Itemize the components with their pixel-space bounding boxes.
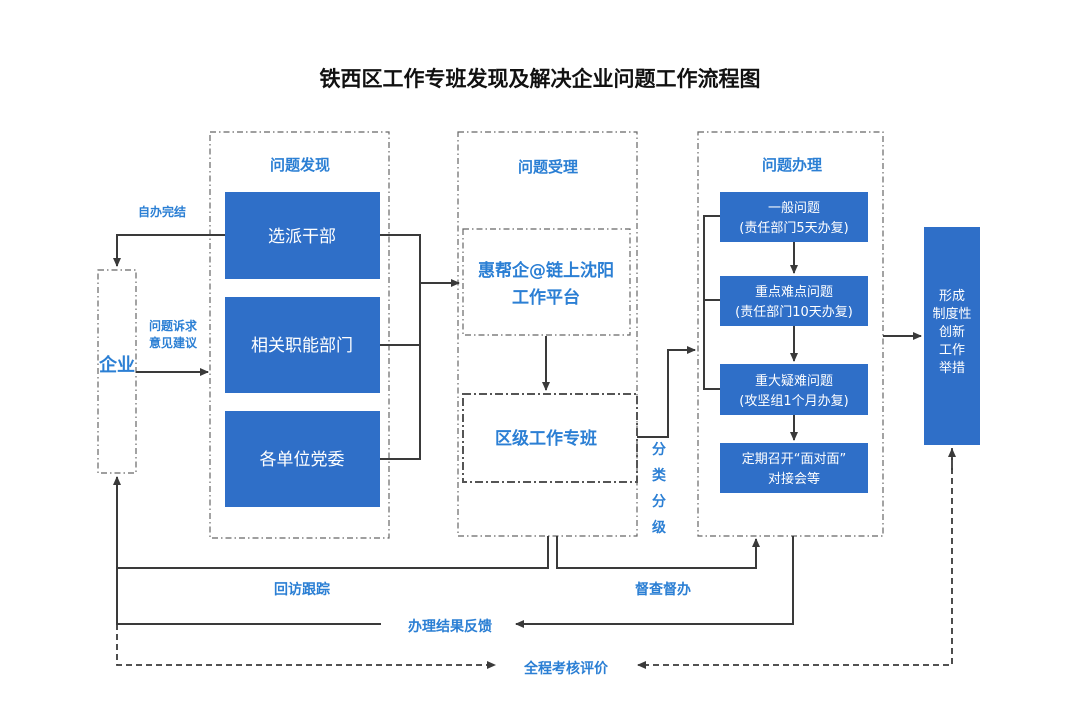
label-classify-1: 分 [652,442,666,458]
label-self-complete: 自办完结 [138,204,186,219]
edge-feedback-left [116,568,381,625]
discovery-box-party-label: 各单位党委 [260,450,345,470]
diagram-title: 铁西区工作专班发现及解决企业问题工作流程图 [320,67,761,91]
discovery-box-cadres [225,192,380,279]
handling-box-meeting [720,443,868,493]
edge-evaluation-right [637,448,953,669]
outcome-line-1: 形成 [939,289,965,304]
edge-evaluation-left [116,624,496,669]
edge-self-complete [113,234,225,267]
handling-box-key-line1: 重点难点问题 [755,284,833,300]
discovery-section [209,131,390,539]
handling-section [697,131,884,537]
enterprise-label: 企业 [98,354,135,376]
edge-revisit [113,476,549,569]
discovery-title: 问题发现 [270,156,330,174]
outcome-line-2: 制度性 [932,306,971,322]
edge-discovery-bus [380,234,421,460]
discovery-box-departments [225,297,380,393]
handling-box-major-line1: 重大疑难问题 [755,373,833,389]
handling-box-general-line1: 一般问题 [768,200,820,216]
handling-box-major [720,364,868,415]
label-revisit: 回访跟踪 [274,581,330,598]
label-evaluation: 全程考核评价 [523,660,609,677]
task-force-box [462,393,638,483]
handling-box-meeting-line2: 对接会等 [768,471,820,487]
handling-box-meeting-line1: 定期召开“面对面” [742,452,846,467]
outcome-line-3: 创新 [939,324,965,340]
discovery-box-cadres-label: 选派干部 [268,227,336,247]
handling-box-key-line2: (责任部门10天办复) [735,305,853,320]
outcome-line-4: 工作 [939,343,965,358]
handling-box-major-line2: (攻坚组1个月办复) [739,394,848,409]
label-supervise: 督查督办 [635,581,691,598]
platform-label-line1: 惠帮企@链上沈阳 [478,260,614,281]
acceptance-section [457,131,638,537]
outcome-box [924,227,980,445]
edge-supervise [556,536,760,569]
outcome-line-5: 举措 [939,361,965,376]
edge-feedback-right [515,536,794,628]
handling-box-general-line2: (责任部门5天办复) [739,221,848,236]
label-classify-2: 类 [652,467,667,484]
edge-handling-bus [703,215,720,390]
edge-classify [637,346,696,438]
platform-label-line2: 工作平台 [512,287,580,308]
task-force-label: 区级工作专班 [495,428,597,449]
discovery-box-party [225,411,380,507]
label-classify-3: 分 [652,494,666,510]
platform-box [462,228,631,336]
handling-box-general [720,192,868,242]
handling-box-key [720,276,868,326]
label-demands-line2: 意见建议 [149,335,198,350]
acceptance-title: 问题受理 [518,158,578,176]
handling-title: 问题办理 [762,156,822,174]
label-feedback: 办理结果反馈 [408,618,492,635]
label-demands-line1: 问题诉求 [149,318,198,333]
discovery-box-departments-label: 相关职能部门 [251,336,353,356]
label-classify-4: 级 [652,519,667,536]
